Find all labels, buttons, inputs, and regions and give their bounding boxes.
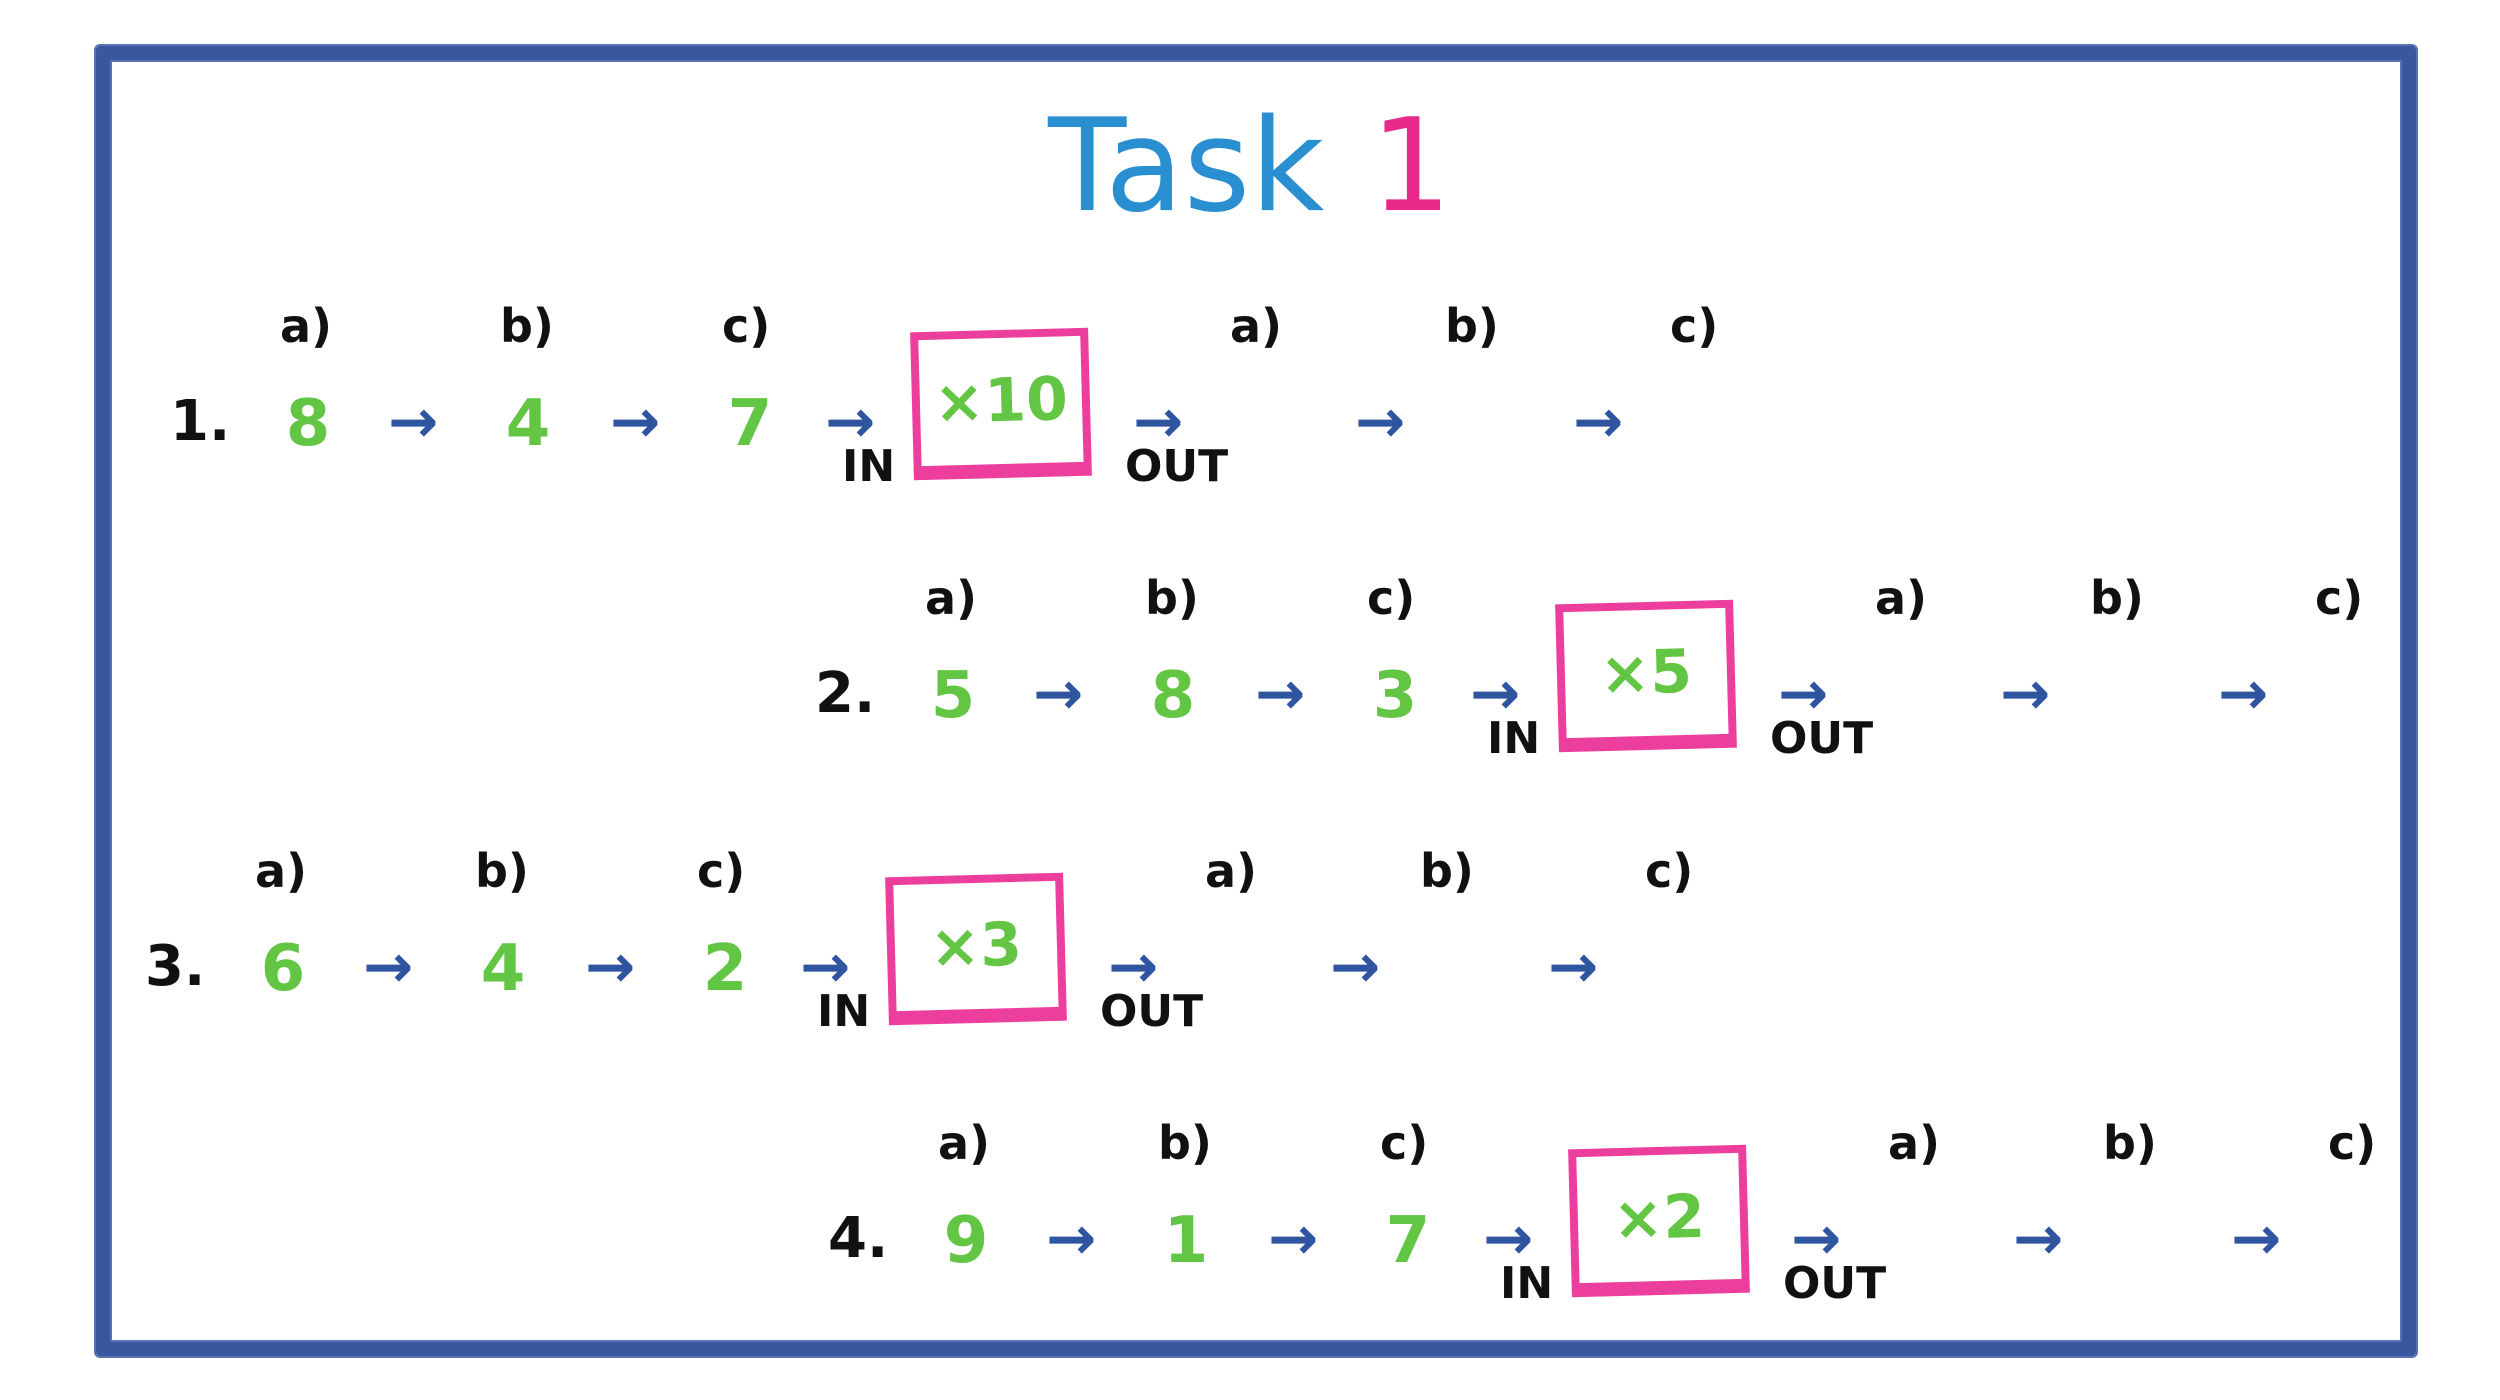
out-label: OUT (1770, 713, 1874, 764)
arrow-icon: → (2013, 1204, 2064, 1274)
input-value-b: 4 (480, 932, 526, 1006)
title-number: 1 (1370, 92, 1452, 241)
input-label-c: c) (697, 844, 746, 898)
input-label-c: c) (722, 299, 771, 353)
in-label: IN (1500, 1258, 1554, 1309)
in-label: IN (1487, 713, 1541, 764)
arrow-icon: → (2218, 659, 2269, 729)
output-label-c: c) (1645, 844, 1694, 898)
arrow-icon: → (1330, 932, 1381, 1002)
in-label: IN (842, 441, 896, 492)
arrow-icon: → (388, 387, 439, 457)
input-value-a: 8 (285, 387, 331, 461)
input-label-b: b) (500, 299, 554, 353)
input-label-a: a) (280, 299, 333, 353)
function-machine-box: ×3 (885, 872, 1067, 1026)
input-value-a: 6 (260, 932, 306, 1006)
arrow-icon: → (1046, 1204, 1097, 1274)
input-value-c: 2 (702, 932, 748, 1006)
input-label-a: a) (925, 571, 978, 625)
title-word: Task (1048, 92, 1325, 241)
arrow-icon: → (610, 387, 661, 457)
input-label-b: b) (1158, 1116, 1212, 1170)
input-value-a: 5 (930, 659, 976, 733)
arrow-icon: → (1268, 1204, 1319, 1274)
output-label-c: c) (2328, 1116, 2377, 1170)
arrow-icon: → (2000, 659, 2051, 729)
function-machine-box: ×2 (1568, 1144, 1750, 1298)
arrow-icon: → (1133, 387, 1184, 457)
worksheet-frame (96, 46, 2416, 1356)
arrow-icon: → (363, 932, 414, 1002)
arrow-icon: → (1791, 1204, 1842, 1274)
row-number: 1. (170, 389, 231, 454)
output-label-b: b) (1445, 299, 1499, 353)
row-number: 4. (828, 1206, 889, 1271)
row-number: 2. (815, 661, 876, 726)
in-label: IN (817, 986, 871, 1037)
input-label-b: b) (475, 844, 529, 898)
input-value-b: 1 (1163, 1204, 1209, 1278)
arrow-icon: → (1483, 1204, 1534, 1274)
output-label-b: b) (2090, 571, 2144, 625)
input-label-b: b) (1145, 571, 1199, 625)
arrow-icon: → (1355, 387, 1406, 457)
input-label-a: a) (255, 844, 308, 898)
arrow-icon: → (585, 932, 636, 1002)
worksheet-title: Task 1 (0, 92, 2500, 242)
arrow-icon: → (800, 932, 851, 1002)
input-value-c: 7 (727, 387, 773, 461)
arrow-icon: → (1033, 659, 1084, 729)
input-value-c: 7 (1385, 1204, 1431, 1278)
arrow-icon: → (1778, 659, 1829, 729)
function-machine-box: ×10 (910, 327, 1092, 481)
out-label: OUT (1125, 441, 1229, 492)
input-value-a: 9 (943, 1204, 989, 1278)
arrow-icon: → (1573, 387, 1624, 457)
arrow-icon: → (1108, 932, 1159, 1002)
arrow-icon: → (1470, 659, 1521, 729)
out-label: OUT (1100, 986, 1204, 1037)
output-label-a: a) (1205, 844, 1258, 898)
input-label-c: c) (1367, 571, 1416, 625)
input-value-b: 8 (1150, 659, 1196, 733)
output-label-c: c) (1670, 299, 1719, 353)
arrow-icon: → (1255, 659, 1306, 729)
output-label-a: a) (1875, 571, 1928, 625)
output-label-b: b) (1420, 844, 1474, 898)
output-label-a: a) (1230, 299, 1283, 353)
machine-operation: ×2 (1612, 1181, 1706, 1255)
output-label-b: b) (2103, 1116, 2157, 1170)
arrow-icon: → (2231, 1204, 2282, 1274)
input-value-c: 3 (1372, 659, 1418, 733)
machine-operation: ×5 (1599, 636, 1693, 710)
out-label: OUT (1783, 1258, 1887, 1309)
machine-operation: ×3 (929, 909, 1023, 983)
input-label-a: a) (938, 1116, 991, 1170)
machine-operation: ×10 (933, 364, 1069, 438)
function-machine-box: ×5 (1555, 599, 1737, 753)
arrow-icon: → (825, 387, 876, 457)
output-label-a: a) (1888, 1116, 1941, 1170)
input-value-b: 4 (505, 387, 551, 461)
output-label-c: c) (2315, 571, 2364, 625)
arrow-icon: → (1548, 932, 1599, 1002)
input-label-c: c) (1380, 1116, 1429, 1170)
row-number: 3. (145, 934, 206, 999)
